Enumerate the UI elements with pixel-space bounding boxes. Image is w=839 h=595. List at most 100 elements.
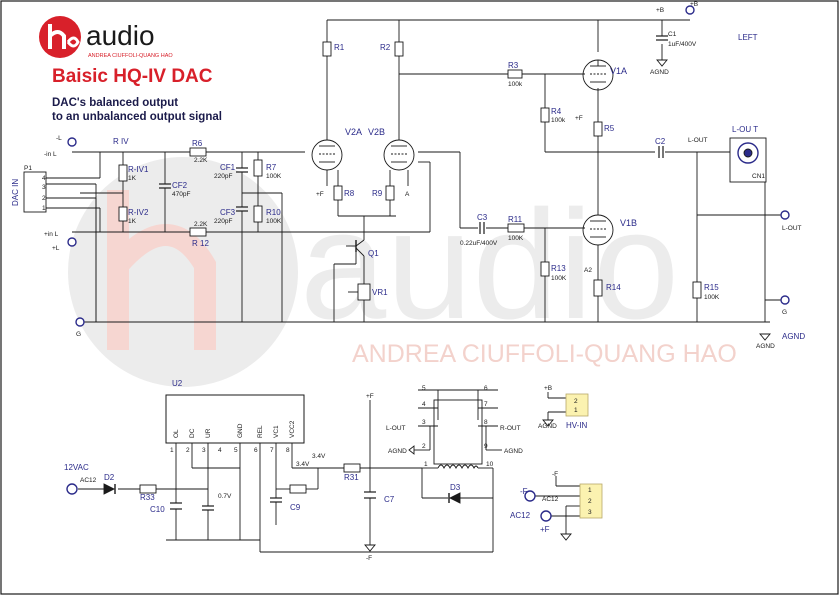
resistor-r14	[593, 279, 603, 297]
u2-num-8: 8	[286, 447, 290, 454]
terminal-minus-f[interactable]	[524, 490, 536, 502]
watermark: audio ANDREA CIUFFOLI-QUANG HAO	[68, 157, 737, 387]
relay-pin-5: 5	[422, 385, 426, 392]
label-plus-b-hv: +B	[544, 385, 552, 392]
label-riv2: R-IV2	[128, 208, 149, 217]
ground-symbols	[364, 59, 771, 552]
resistor-r31	[343, 463, 361, 473]
label-12vac: 12VAC	[64, 463, 89, 472]
diodes	[103, 483, 461, 504]
terminal-minus-l[interactable]	[67, 137, 77, 147]
terminal-ac12-out[interactable]	[540, 510, 552, 522]
u2-pin-gnd: GND	[237, 423, 244, 438]
label-c10: C10	[150, 505, 165, 514]
page-subtitle: DAC's balanced output to an unbalanced o…	[52, 96, 222, 124]
label-agnd-right: AGND	[782, 332, 805, 341]
component-labels: LEFT +B +B C1 1uF/400V AGND R1 R2 R3 100…	[11, 1, 805, 562]
label-r4: R4	[551, 107, 562, 116]
resistor-r3	[507, 69, 523, 79]
u2-pin-vcc2: VCC2	[289, 420, 296, 438]
label-v1a: V1A	[610, 66, 627, 76]
label-plus-in-l: +in L	[44, 231, 59, 238]
resistor-c9-series	[289, 484, 307, 494]
label-r-out-relay: R-OUT	[500, 425, 521, 432]
label-r9: R9	[372, 189, 383, 198]
terminal-ac12-in[interactable]	[66, 483, 78, 495]
subtitle-line-1: DAC's balanced output	[52, 97, 179, 109]
label-r15-value: 100K	[704, 294, 720, 301]
connector-p1[interactable]	[23, 171, 47, 213]
label-agnd-right-small: AGND	[756, 343, 775, 350]
u2-pin-ur: UR	[205, 428, 212, 438]
connector-ac12[interactable]	[579, 483, 603, 519]
resistor-r2	[394, 41, 404, 57]
hv-pin-1: 1	[574, 407, 578, 414]
u2-pin-vc1: VC1	[273, 425, 280, 438]
label-v1b: V1B	[620, 218, 637, 228]
label-a: A	[405, 191, 410, 198]
trimmer-vr1	[357, 283, 371, 301]
label-riv: R IV	[113, 137, 129, 146]
label-r2: R2	[380, 43, 391, 52]
label-c3: C3	[477, 213, 488, 222]
label-ac12-line: AC12	[542, 496, 559, 503]
resistor-r33	[139, 484, 157, 494]
relay-pin-10: 10	[486, 461, 494, 468]
label-riv2-value: 1K	[128, 218, 137, 225]
label-minus-f-ac-big: -F	[520, 487, 528, 496]
u2-pin-dc: DC	[189, 428, 196, 438]
rca-connector-l-out[interactable]	[729, 137, 767, 183]
label-c2: C2	[655, 137, 666, 146]
u2-pin-rel: REL	[257, 425, 264, 438]
label-q1: Q1	[368, 249, 379, 258]
relay-pin-8: 8	[484, 419, 488, 426]
ac-pin-2: 2	[588, 498, 592, 505]
svg-text:3: 3	[42, 184, 46, 191]
label-d2: D2	[104, 473, 115, 482]
label-plus-b: +B	[656, 7, 664, 14]
label-r12: R 12	[192, 239, 209, 248]
connector-hv-in[interactable]	[565, 393, 589, 417]
relay-pin-2: 2	[422, 443, 426, 450]
terminal-g[interactable]	[75, 317, 85, 327]
label-v2b: V2B	[368, 127, 385, 137]
label-0-7v: 0.7V	[218, 493, 232, 500]
relay-pin-6: 6	[484, 385, 488, 392]
ac-pin-1: 1	[588, 487, 592, 494]
terminal-l-out[interactable]	[780, 210, 790, 220]
label-plus-f-v1a: +F	[575, 115, 583, 122]
label-g: G	[76, 331, 81, 338]
yellow-connectors	[565, 393, 603, 519]
subtitle-line-2: to an unbalanced output signal	[52, 111, 222, 123]
resistor-r6	[189, 147, 207, 157]
capacitors	[159, 35, 668, 511]
resistor-r1	[322, 41, 332, 57]
label-cf3: CF3	[220, 208, 236, 217]
label-r7: R7	[266, 163, 277, 172]
label-cf1-value: 220pF	[214, 173, 232, 180]
label-r10: R10	[266, 208, 281, 217]
label-minus-f-ac: -F	[552, 471, 558, 478]
label-hv-in: HV-IN	[566, 421, 588, 430]
tubes	[311, 59, 614, 272]
u2-pin-ol: OL	[173, 429, 180, 438]
resistor-r12	[189, 227, 207, 237]
resistor-r9	[385, 185, 395, 201]
label-agnd-relay-right: AGND	[504, 448, 523, 455]
label-r12-value: 2.2K	[194, 221, 208, 228]
label-r11-value: 100K	[508, 235, 524, 242]
terminal-plus-b[interactable]	[685, 5, 695, 15]
page-title: Baisic HQ-IV DAC	[52, 66, 213, 87]
label-cf1: CF1	[220, 163, 236, 172]
terminal-plus-l[interactable]	[67, 237, 77, 247]
label-r6-value: 2.2K	[194, 157, 208, 164]
label-r31: R31	[344, 473, 359, 482]
relay-coil	[433, 399, 483, 470]
relay-pin-9: 9	[484, 443, 488, 450]
label-cn1: CN1	[752, 173, 765, 180]
label-3-4v-a: 3.4V	[296, 461, 310, 468]
label-c7: C7	[384, 495, 395, 504]
label-agnd-top: AGND	[650, 69, 669, 76]
terminal-g-out[interactable]	[780, 295, 790, 305]
label-p1: P1	[24, 165, 32, 172]
